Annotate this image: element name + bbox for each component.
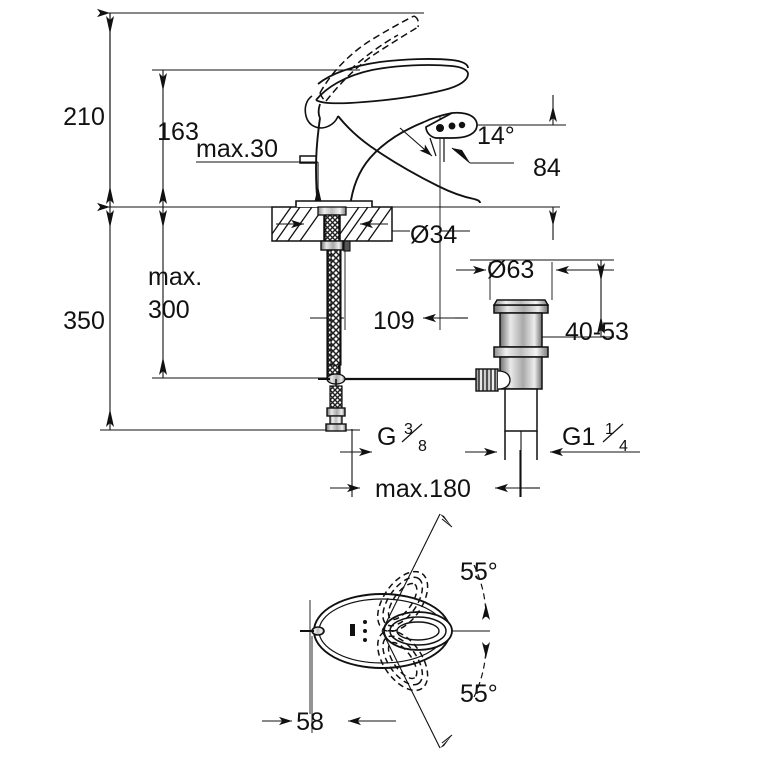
spout-aerator: [423, 111, 478, 162]
waste-body: [499, 312, 543, 348]
dim-label-d63: Ø63: [487, 256, 534, 284]
plan-angle-lower: [381, 630, 490, 749]
lever-handle: [315, 58, 469, 119]
waste-locknut: [493, 346, 549, 358]
dim-label-g114-num: 1: [605, 421, 614, 438]
waste-tailpipe: [504, 388, 538, 432]
dim-label-40-53: 40-53: [565, 318, 629, 346]
dim-84: [549, 95, 557, 240]
threaded-shank: [320, 214, 351, 252]
dim-40-53: [597, 260, 605, 337]
dim-label-g114-den: 4: [619, 438, 628, 455]
dim-58: [262, 636, 396, 733]
dim-label-max180: max.180: [375, 475, 471, 503]
dim-label-55deg-down: 55°: [460, 680, 498, 708]
ball-rod-housing: [475, 368, 511, 392]
hose-cold: [330, 249, 342, 366]
body-side-tab: [299, 155, 316, 164]
dim-label-14deg: 14°: [477, 122, 515, 150]
flexible-supply-hoses: [326, 249, 342, 379]
top-plan-view: 55° 55° 58: [262, 513, 498, 749]
shank-clip: [343, 240, 351, 252]
mounting-base: [295, 200, 373, 216]
waste-flange: [493, 304, 549, 314]
dim-14deg: [399, 116, 514, 200]
countertop-section: [271, 206, 393, 242]
dim-163: [159, 70, 167, 207]
dim-label-max300-prefix: max.: [148, 263, 202, 291]
plan-lever-handle: [383, 611, 453, 651]
dim-label-max300-value: 300: [148, 296, 190, 324]
plan-spout-stub: [300, 626, 325, 636]
extension-lines: [100, 12, 614, 497]
dim-label-d34: Ø34: [410, 221, 457, 249]
plan-angle-upper: [381, 513, 490, 632]
dim-label-g38: G: [377, 423, 396, 451]
dim-label-g38-num: 3: [404, 421, 413, 438]
supply-thread-nut: [325, 423, 347, 432]
dim-label-109: 109: [373, 307, 415, 335]
lever-handle-raised: [319, 15, 420, 102]
dim-label-163: 163: [157, 118, 199, 146]
dim-label-210: 210: [63, 103, 105, 131]
dim-label-84: 84: [533, 154, 561, 182]
dim-label-g114: G1: [562, 423, 595, 451]
plan-body-details: [350, 620, 367, 642]
dim-label-g38-den: 8: [418, 438, 427, 455]
popup-waste-assembly: [475, 299, 550, 460]
dim-max300: [159, 207, 167, 378]
dim-label-max30: max.30: [196, 135, 278, 163]
dim-350: [106, 207, 114, 430]
dim-label-350: 350: [63, 307, 105, 335]
dim-d63: [456, 262, 614, 300]
dim-210: [97, 8, 114, 212]
dim-label-55deg-up: 55°: [460, 558, 498, 586]
handle-hub: [304, 95, 339, 129]
faucet-body: [315, 115, 481, 208]
mounting-nut: [320, 240, 344, 251]
dim-label-58: 58: [296, 708, 324, 736]
supply-tail-connector: [325, 379, 347, 432]
